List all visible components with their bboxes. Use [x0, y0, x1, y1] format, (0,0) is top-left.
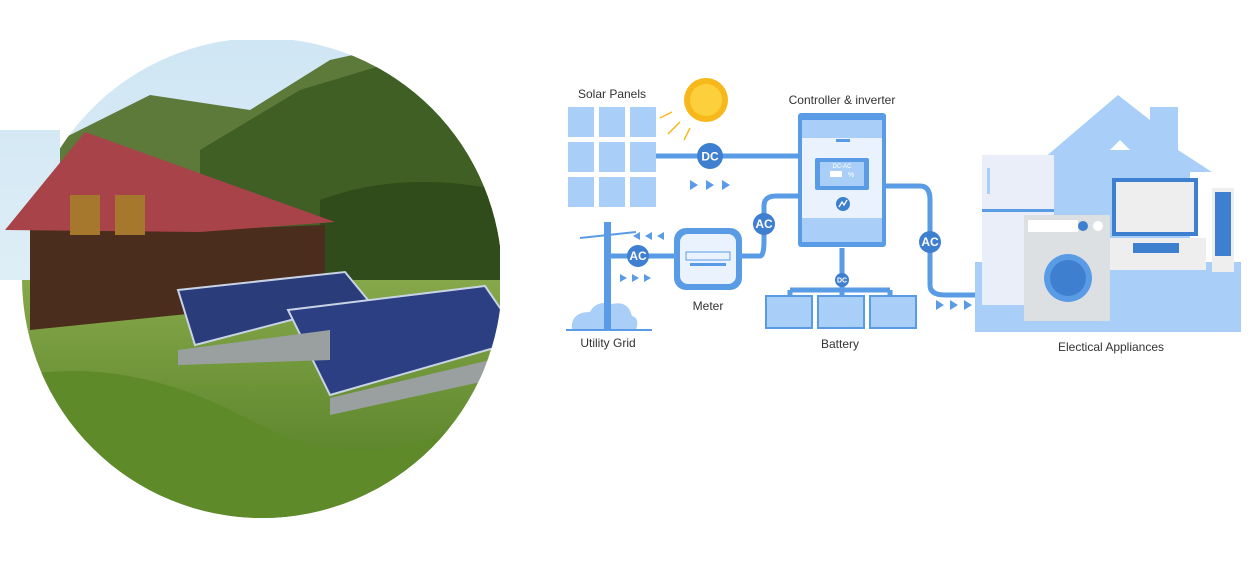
- svg-text:DC: DC: [701, 150, 719, 164]
- utility-pole-icon: [566, 222, 652, 331]
- controller-label: Controller & inverter: [789, 93, 896, 107]
- svg-text:AC: AC: [921, 235, 939, 249]
- dc-badge-battery: DC: [835, 273, 849, 287]
- solar-panels-icon: [568, 107, 656, 207]
- utility-grid-label: Utility Grid: [580, 336, 635, 350]
- flow-arrows: [620, 180, 972, 310]
- house-appliances-icon: [975, 95, 1241, 332]
- battery-label: Battery: [821, 337, 859, 351]
- svg-text:AC: AC: [629, 249, 647, 263]
- meter-label: Meter: [693, 299, 724, 313]
- lamp-icon: [1110, 140, 1130, 150]
- ac-badge-meter: AC: [753, 213, 775, 235]
- ac-badge-grid: AC: [627, 245, 649, 267]
- svg-text:AC: AC: [755, 217, 773, 231]
- appliances-label: Electical Appliances: [1058, 340, 1164, 354]
- controller-inverter-icon: DC-AC %: [798, 113, 886, 247]
- sun-icon: [659, 78, 728, 141]
- dc-badge: DC: [697, 143, 723, 169]
- inverter-mode-text: DC-AC: [833, 164, 853, 170]
- inverter-unit-text: %: [848, 172, 854, 179]
- svg-text:DC: DC: [837, 278, 847, 285]
- connection-lines: [608, 153, 976, 298]
- meter-icon: [674, 228, 742, 290]
- battery-icon: [765, 295, 917, 329]
- solar-panels-label: Solar Panels: [578, 87, 646, 101]
- cabin-photo: [0, 40, 500, 518]
- solar-panel-array: [176, 270, 500, 415]
- ac-badge-appliances: AC: [919, 231, 941, 253]
